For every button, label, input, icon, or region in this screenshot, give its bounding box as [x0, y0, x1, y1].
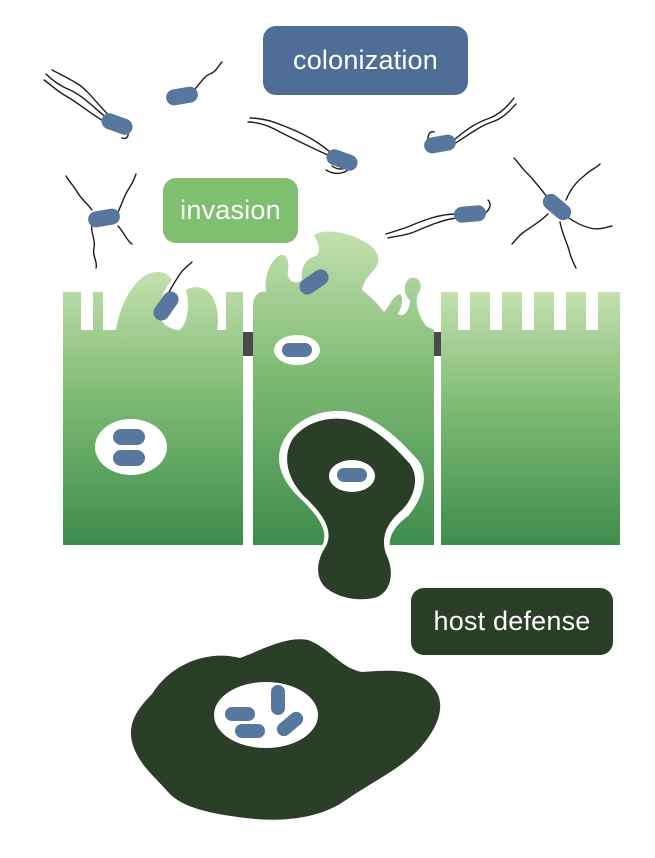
bacterium-rod-1: [99, 111, 135, 137]
host-defense-label: host defense: [411, 588, 613, 655]
tight-junction-left: [243, 332, 253, 356]
bacterium-flagellated-1: [43, 69, 129, 140]
bacterium-phagocytosed-2: [225, 707, 255, 721]
phagocyte-migrating: [287, 418, 416, 600]
bacterium-flagellated-6: [167, 261, 193, 295]
epithelial-cell-right: [441, 292, 620, 545]
bacterium-phagocytosed-4: [271, 685, 285, 715]
bacterium-vacuole-2: [113, 450, 145, 466]
bacterium-flagellated-8: [511, 157, 613, 269]
bacterium-vacuole-3: [282, 343, 312, 357]
bacterium-rod-6: [453, 204, 487, 224]
invasion-label: invasion: [163, 178, 298, 243]
bacterium-vacuole-1: [113, 429, 145, 445]
bacterium-rod-2: [164, 85, 200, 107]
vacuole-left-cell: [95, 419, 167, 475]
colonization-label: colonization: [263, 26, 468, 95]
bacterium-flagellated-2: [193, 61, 223, 91]
bacterium-phagocytosed-1: [337, 468, 367, 482]
tight-junction-right: [434, 332, 441, 356]
bacterium-phagocytosed-3: [235, 724, 265, 738]
bacterium-flagellated-5: [65, 173, 137, 269]
epithelial-cell-left: [63, 272, 243, 545]
